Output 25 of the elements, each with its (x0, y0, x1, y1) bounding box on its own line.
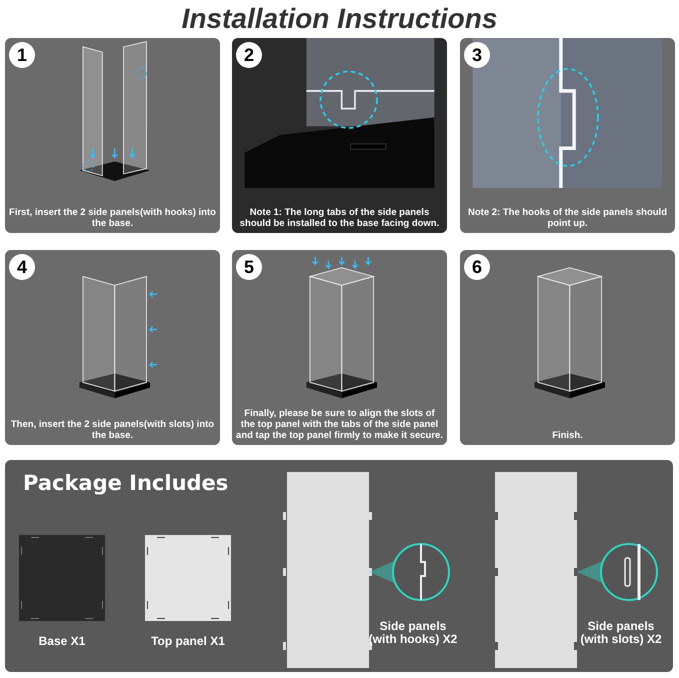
step-panel (232, 38, 447, 233)
part-label: Top panel X1 (150, 635, 226, 648)
package-panel (5, 460, 673, 672)
step-caption: Note 1: The long tabs of the side panels should be installed to the base facing down. (238, 207, 440, 229)
step-number: 3 (464, 42, 490, 68)
title: Installation Instructions (180, 2, 498, 36)
step-caption: Finally, please be sure to align the slots of the top panel with the tabs of the side panel and tap the top panel firmly to make it secure. (236, 408, 443, 441)
step-number: 5 (236, 254, 262, 280)
step-caption: Then, insert the 2 side panels(with slots) into the base. (10, 419, 216, 441)
step-caption: Note 2: The hooks of the side panels should point up. (467, 207, 668, 229)
part-label: Base X1 (38, 635, 86, 648)
part-label: Side panels (with hooks) X2 (368, 620, 458, 646)
step-caption: Finish. (551, 430, 584, 441)
step-caption: First, insert the 2 side panels(with hooks) into the base. (9, 207, 216, 229)
panel-heading: Package Includes (23, 470, 228, 497)
step-panel (5, 250, 220, 445)
part-label: Side panels (with slots) X2 (579, 620, 663, 646)
step-panel (460, 38, 675, 233)
step-panel (5, 38, 220, 233)
step-number: 2 (236, 42, 262, 68)
step-panel (232, 250, 447, 445)
step-panel (460, 250, 675, 445)
step-number: 6 (464, 254, 490, 280)
step-number: 1 (9, 42, 35, 68)
step-number: 4 (9, 254, 35, 280)
